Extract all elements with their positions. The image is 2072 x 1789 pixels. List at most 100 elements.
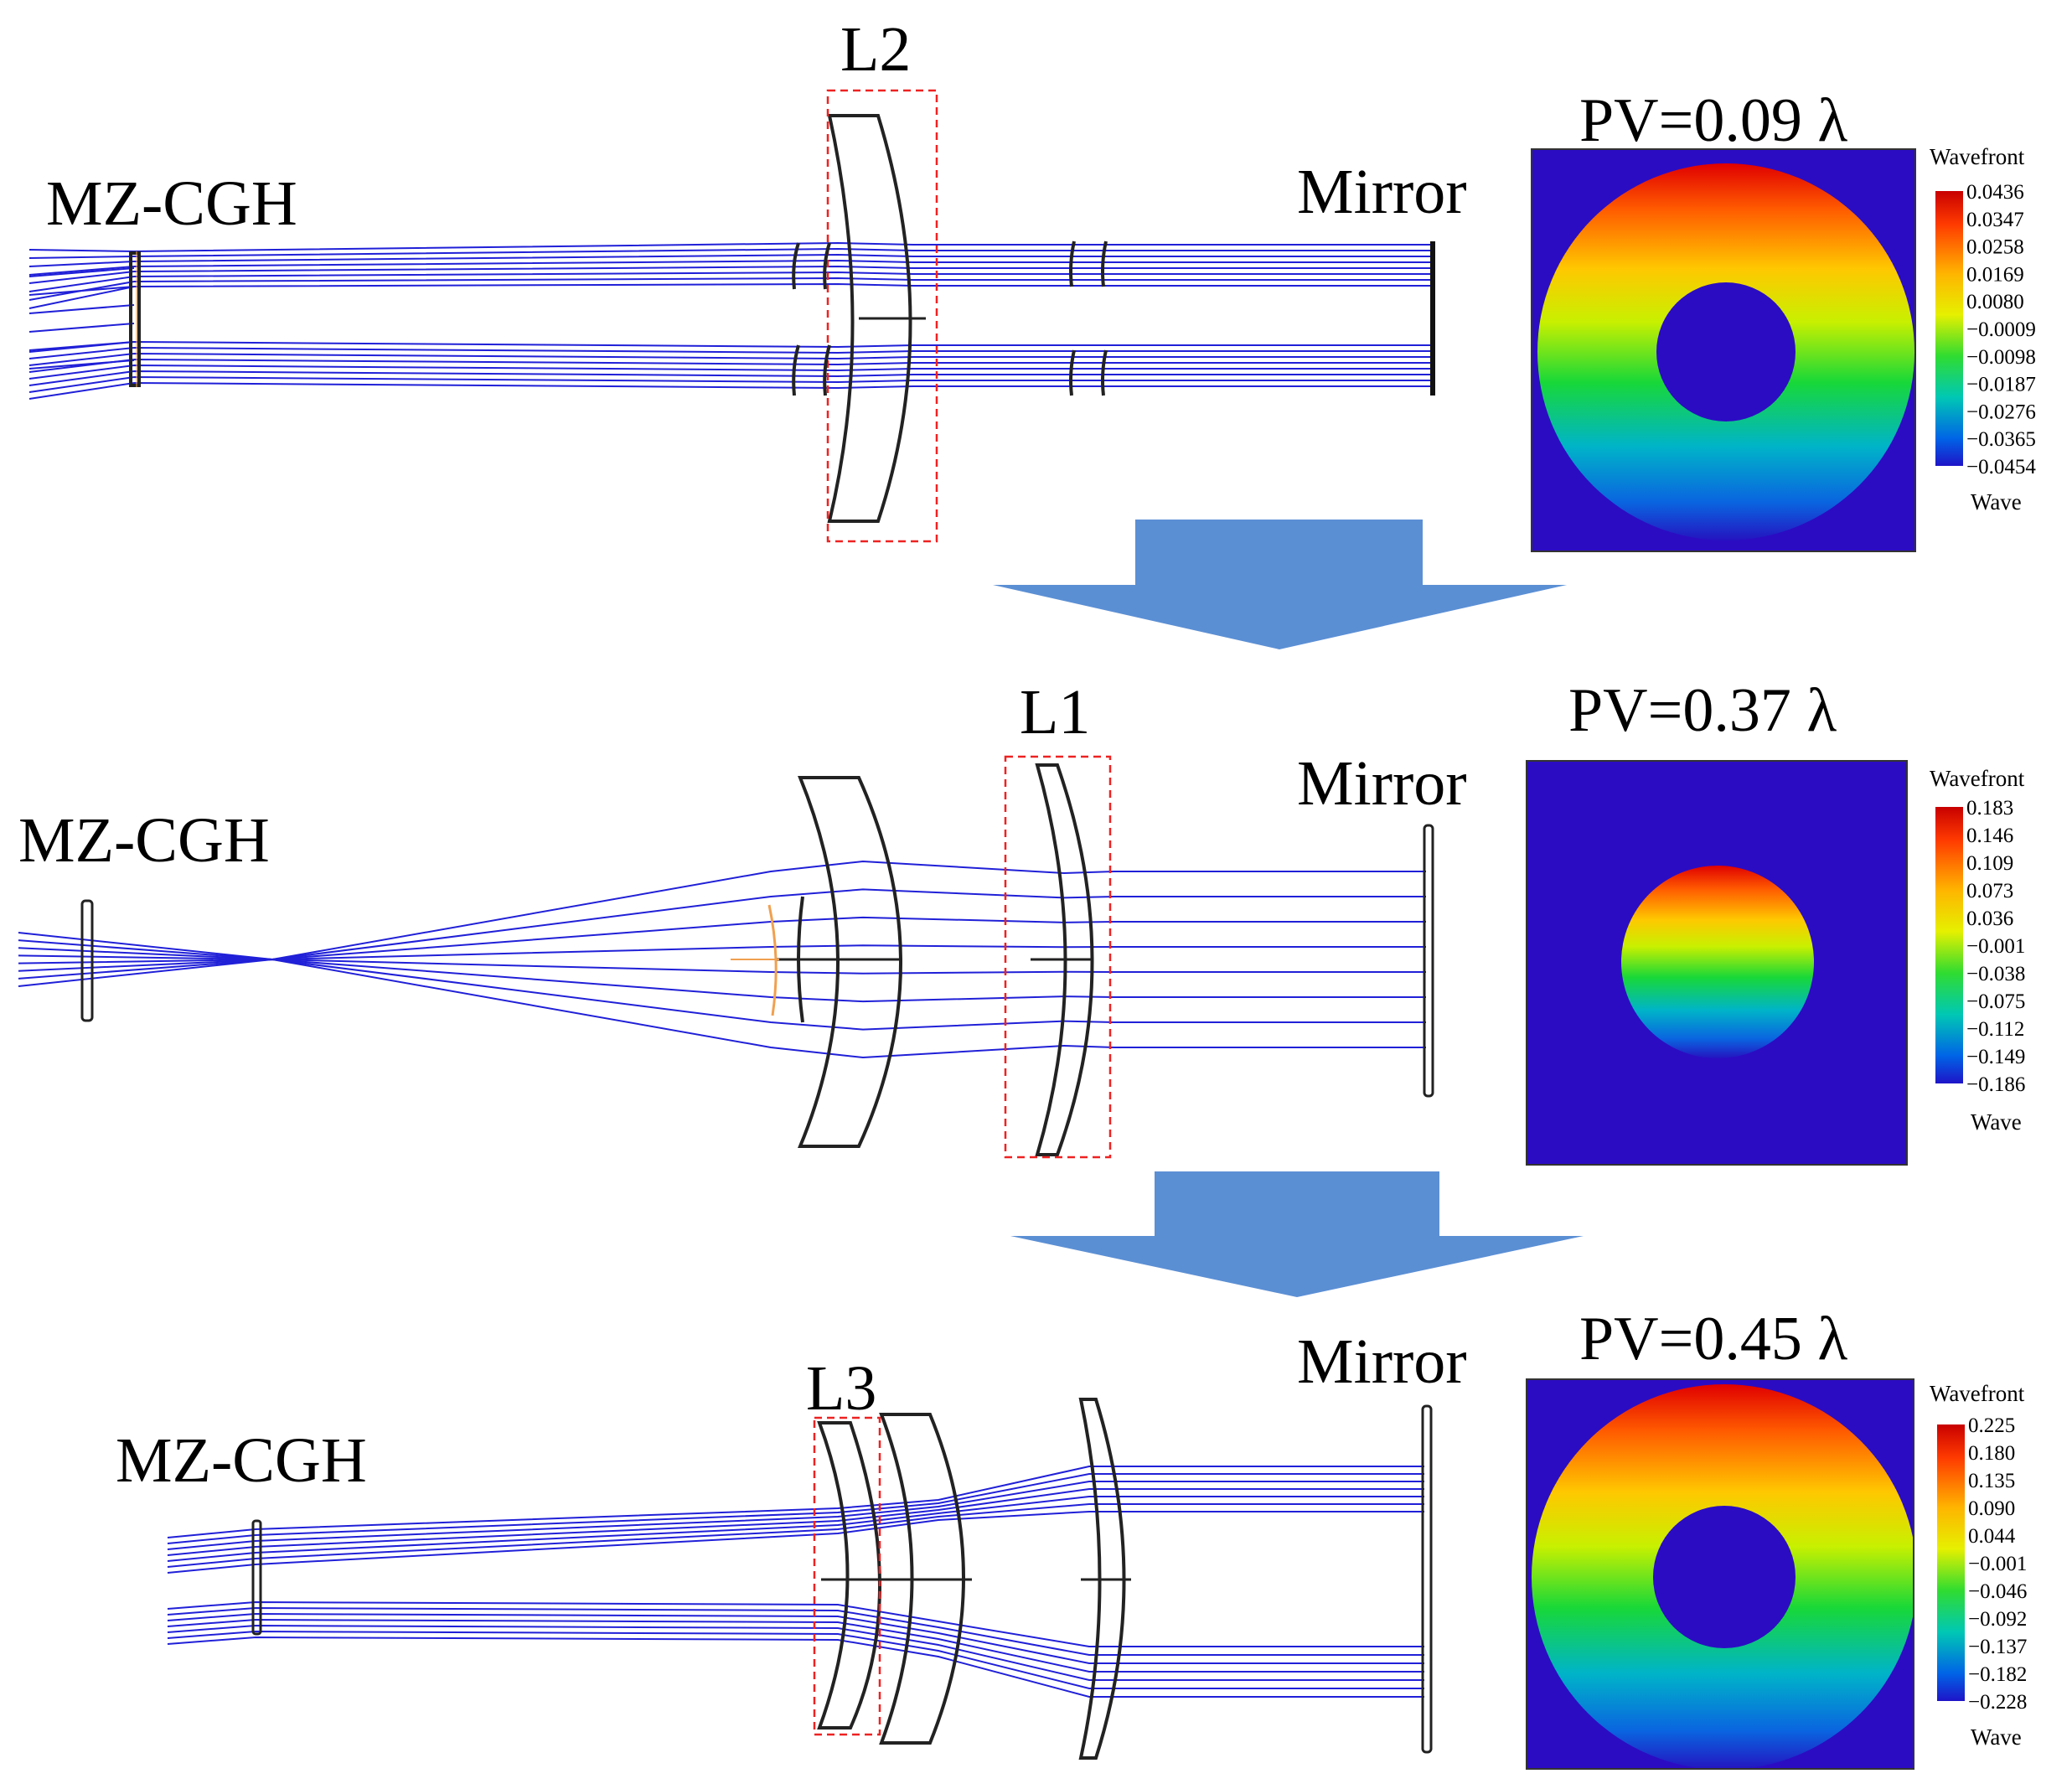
stage-1: MZ-CGH L2 Mirror PV=0.09 λ Wavefront 0.0… xyxy=(28,14,2036,552)
lens-meniscus xyxy=(798,776,902,1148)
ray xyxy=(167,1636,1424,1698)
down-arrow-icon xyxy=(1010,1171,1584,1297)
colorbar-tick-label: −0.038 xyxy=(1966,963,2025,985)
ray xyxy=(18,888,1426,961)
ray xyxy=(18,958,1426,1059)
ray xyxy=(28,364,1433,380)
colorbar-title: Wavefront xyxy=(1930,144,2025,169)
ray xyxy=(28,323,135,333)
highlight-box-l1 xyxy=(1004,755,1112,1159)
ray xyxy=(167,1466,1424,1538)
highlight-box-l2 xyxy=(826,89,938,543)
mirror xyxy=(1423,824,1434,1098)
colorbar-tick-label: 0.044 xyxy=(1968,1525,2016,1548)
colorbar-tick-label: −0.0098 xyxy=(1966,346,2036,369)
ray xyxy=(167,1503,1424,1568)
mirror-label: Mirror xyxy=(1297,1326,1467,1397)
ray xyxy=(28,277,1433,301)
colorbar-unit: Wave xyxy=(1971,1109,2022,1135)
colorbar-unit: Wave xyxy=(1971,1724,2022,1750)
ray xyxy=(28,267,135,277)
colorbar-tick-label: 0.183 xyxy=(1966,797,2013,820)
ray xyxy=(167,1612,1424,1664)
colorbar-tick-label: 0.073 xyxy=(1966,880,2013,902)
colorbar-tick-label: −0.0454 xyxy=(1966,456,2036,478)
ray xyxy=(28,341,135,351)
pv-label: PV=0.37 λ xyxy=(1568,676,1837,745)
ray xyxy=(28,247,1433,259)
stage-3: MZ-CGH L3 Mirror PV=0.45 λ Wavefront 0.2… xyxy=(116,1305,2027,1770)
colorbar-tick-label: 0.090 xyxy=(1968,1497,2015,1520)
ray xyxy=(167,1630,1424,1689)
colorbar-tick-label: −0.0276 xyxy=(1966,401,2036,423)
cgh-label: MZ-CGH xyxy=(116,1425,367,1496)
colorbar-tick-label: −0.0365 xyxy=(1966,428,2036,451)
colorbar-tick-label: 0.0258 xyxy=(1966,236,2024,259)
ray xyxy=(167,1481,1424,1550)
colorbar-tick-label: −0.112 xyxy=(1966,1018,2024,1041)
mirror-label: Mirror xyxy=(1297,748,1467,819)
ray xyxy=(28,286,135,296)
colorbar-tick-label: 0.225 xyxy=(1968,1414,2015,1437)
ray xyxy=(167,1473,1424,1544)
ray xyxy=(18,958,1426,1031)
ray xyxy=(28,253,1433,267)
ray xyxy=(28,282,1433,309)
colorbar-tick-label: 0.036 xyxy=(1966,907,2013,930)
colorbar xyxy=(1935,807,1963,1083)
ray xyxy=(28,304,135,314)
lens-l3 xyxy=(817,1421,881,1730)
ray xyxy=(167,1600,1424,1647)
pv-label: PV=0.09 λ xyxy=(1579,86,1847,155)
ray xyxy=(167,1496,1424,1562)
colorbar-tick-label: 0.109 xyxy=(1966,852,2013,875)
ray xyxy=(28,259,1433,276)
ray xyxy=(28,271,1433,292)
lens-label: L2 xyxy=(840,14,911,85)
colorbar-tick-label: −0.075 xyxy=(1966,990,2025,1013)
lens-label: L3 xyxy=(806,1353,876,1424)
cgh-plate xyxy=(129,251,141,387)
surface-marks xyxy=(792,240,1108,396)
cgh-plate xyxy=(251,1519,262,1636)
lens-meniscus xyxy=(1078,1398,1126,1760)
colorbar-tick-label: −0.228 xyxy=(1968,1691,2027,1714)
ray xyxy=(18,916,1426,961)
colorbar-tick-label: −0.001 xyxy=(1968,1553,2027,1575)
down-arrow-icon xyxy=(993,520,1567,649)
ray xyxy=(167,1511,1424,1574)
colorbar-tick-label: 0.180 xyxy=(1968,1442,2015,1465)
ray-bundle xyxy=(167,1466,1424,1698)
highlight-box-l3 xyxy=(813,1416,881,1736)
ray xyxy=(167,1606,1424,1656)
colorbar-title: Wavefront xyxy=(1930,766,2025,791)
colorbar-tick-label: −0.0187 xyxy=(1966,374,2036,396)
colorbar-tick-label: 0.0080 xyxy=(1966,291,2024,313)
colorbar xyxy=(1935,191,1963,466)
wavefront-map: PV=0.45 λ Wavefront 0.2250.1800.1350.090… xyxy=(1526,1305,2027,1770)
cgh-label: MZ-CGH xyxy=(46,168,297,239)
colorbar-ticks: 0.04360.03470.02580.01690.0080−0.0009−0.… xyxy=(1966,181,2036,478)
ray xyxy=(28,375,1433,393)
ray xyxy=(28,381,1433,400)
colorbar-tick-label: 0.135 xyxy=(1968,1470,2015,1492)
colorbar-tick-label: 0.0347 xyxy=(1966,209,2024,231)
wavefront-map: PV=0.09 λ Wavefront 0.04360.03470.02580.… xyxy=(1531,86,2036,552)
colorbar xyxy=(1937,1424,1965,1701)
surface-mark xyxy=(797,896,804,1023)
colorbar-unit: Wave xyxy=(1971,489,2022,514)
ray xyxy=(18,860,1426,961)
colorbar-tick-label: −0.0009 xyxy=(1966,318,2036,341)
lens-l1 xyxy=(1035,763,1094,1156)
mirror-label: Mirror xyxy=(1297,157,1467,227)
colorbar-tick-label: 0.146 xyxy=(1966,825,2013,847)
ray xyxy=(28,352,1433,366)
ray xyxy=(18,958,1426,1003)
ray xyxy=(167,1488,1424,1556)
cgh-plate xyxy=(80,899,94,1022)
lens-l2 xyxy=(827,114,912,523)
colorbar-ticks: 0.1830.1460.1090.0730.036−0.001−0.038−0.… xyxy=(1966,797,2025,1096)
mirror xyxy=(1421,1404,1433,1754)
pv-label: PV=0.45 λ xyxy=(1579,1305,1847,1373)
